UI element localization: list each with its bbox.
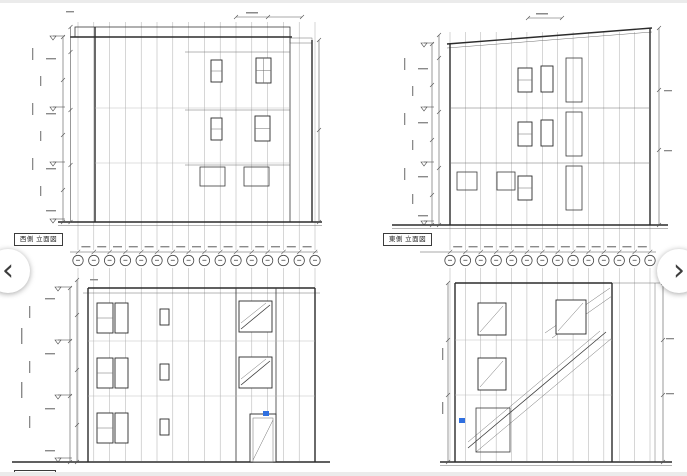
caption-west-elevation: 西側 立面図 — [14, 233, 63, 246]
windows — [199, 57, 272, 187]
east-elevation-drawing — [392, 13, 672, 250]
viewer-bottom-edge — [0, 472, 687, 476]
stair-windows — [477, 299, 587, 391]
grid-bubble-row-left — [70, 246, 321, 267]
viewer-top-edge — [0, 0, 687, 3]
windows — [456, 57, 583, 211]
dimension-lines — [404, 13, 672, 228]
column-grid-lines — [77, 22, 316, 250]
grid-bubble-row-right — [420, 246, 656, 267]
blue-marker — [459, 418, 465, 423]
louver-window — [496, 171, 516, 191]
parapet-hatch — [74, 26, 291, 38]
louver-window — [199, 166, 226, 187]
lower-right-elevation-drawing — [440, 268, 674, 466]
lower-left-elevation-drawing — [12, 268, 330, 465]
louver-band — [565, 111, 583, 157]
dimension-lines — [32, 11, 322, 225]
roof-line — [446, 27, 653, 45]
windows — [96, 302, 170, 444]
next-image-button[interactable]: › — [657, 249, 687, 293]
louver-band — [565, 165, 583, 211]
stair-windows — [238, 300, 273, 389]
blue-marker — [263, 411, 269, 416]
louver-screen — [475, 407, 511, 453]
caption-east-elevation: 東側 立面図 — [383, 233, 432, 246]
louver-window — [456, 171, 478, 191]
louver-band — [565, 57, 583, 103]
column-grid-lines — [77, 268, 316, 461]
dimension-lines — [21, 277, 98, 465]
louver-window — [243, 166, 270, 187]
west-elevation-drawing — [32, 11, 322, 250]
entrance-door — [249, 413, 277, 463]
